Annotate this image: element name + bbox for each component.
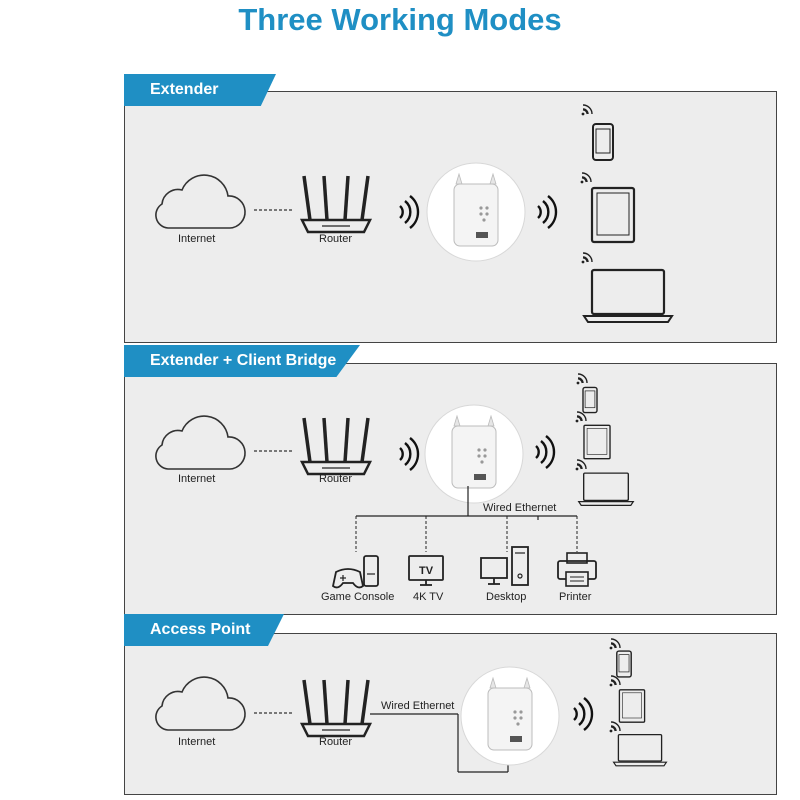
svg-text:TV: TV	[419, 565, 434, 577]
label-4k-tv: 4K TV	[413, 591, 444, 603]
tab-access-point: Access Point	[124, 614, 284, 646]
tab-extender: Extender	[124, 74, 276, 106]
label-printer: Printer	[559, 591, 592, 603]
label-internet: Internet	[178, 233, 216, 245]
label-internet: Internet	[178, 473, 216, 485]
label-game-console: Game Console	[321, 591, 395, 603]
label-router: Router	[319, 736, 353, 748]
label-desktop: Desktop	[486, 591, 527, 603]
label-router: Router	[319, 233, 353, 245]
desktop-icon	[480, 546, 529, 586]
label-internet: Internet	[178, 736, 216, 748]
tv-icon: TV	[408, 555, 444, 586]
label-wired-ethernet: Wired Ethernet	[381, 700, 455, 712]
printer-icon	[557, 552, 597, 587]
label-wired-ethernet: Wired Ethernet	[483, 502, 557, 514]
label-router: Router	[319, 473, 353, 485]
page-title: Three Working Modes	[238, 2, 562, 37]
tab-client-bridge: Extender + Client Bridge	[124, 345, 360, 377]
game-console-icon	[332, 555, 379, 589]
